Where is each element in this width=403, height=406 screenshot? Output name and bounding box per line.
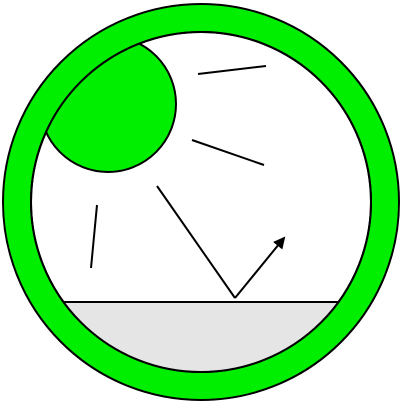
- reflection-diagram: [0, 0, 403, 406]
- diagram-canvas: [0, 0, 403, 406]
